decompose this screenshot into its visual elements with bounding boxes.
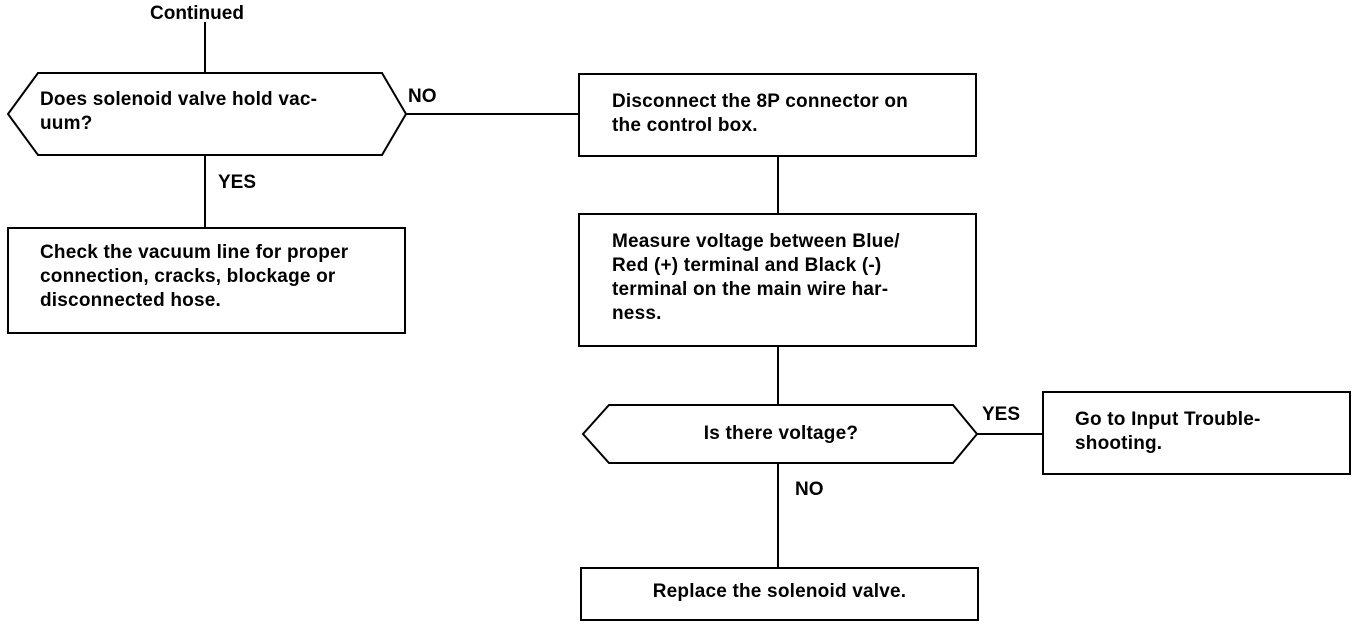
vacuum-yes-label: YES (218, 172, 257, 193)
step-measure-voltage-box (578, 213, 977, 347)
continued-label: Continued (150, 3, 244, 24)
voltage-yes-label: YES (982, 404, 1021, 425)
voltage-no-label: NO (795, 479, 824, 500)
step-replace-valve-text: Replace the solenoid valve. (652, 581, 907, 602)
decision-vacuum-shape (6, 72, 408, 156)
step-disconnect-8p-text: Disconnect the 8P connector on the contr… (612, 91, 908, 136)
step-check-vacuum-line-box (7, 227, 406, 334)
decision-vacuum-text: Does solenoid valve hold vac- uum? (40, 89, 318, 134)
vacuum-no-label: NO (408, 86, 437, 107)
step-measure-voltage-text: Measure voltage between Blue/ Red (+) te… (612, 231, 900, 324)
step-check-vacuum-line-text: Check the vacuum line for proper connect… (40, 242, 349, 311)
step-disconnect-8p-box (578, 73, 977, 157)
step-input-troubleshooting-box (1042, 391, 1351, 475)
step-input-troubleshooting-text: Go to Input Trouble- shooting. (1075, 409, 1261, 454)
step-replace-valve-box (580, 567, 979, 621)
decision-voltage-text: Is there voltage? (703, 423, 859, 444)
decision-voltage-shape (581, 404, 979, 464)
